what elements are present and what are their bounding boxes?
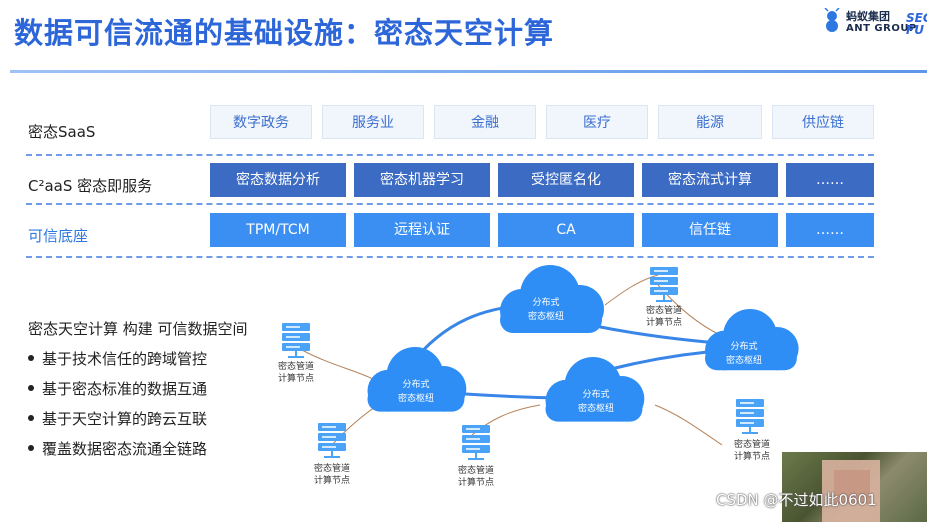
csdn-watermark: CSDN @不过如此0601 — [716, 491, 877, 509]
row-divider — [26, 256, 874, 258]
node-label: 密态管道 — [278, 360, 314, 372]
node-labels: 密态管道 计算节点 密态管道 计算节点 密态管道 计算节点 密态管道 计算节点 … — [278, 304, 770, 488]
server-icon — [735, 398, 765, 434]
bullet-item: 基于密态标准的数据互通 — [28, 378, 207, 399]
hub-label: 分布式 — [402, 378, 429, 390]
ant-icon — [824, 8, 840, 32]
node-label: 计算节点 — [458, 476, 494, 488]
saas-item: 金融 — [434, 105, 536, 139]
c2aas-item: 密态流式计算 — [642, 163, 778, 197]
hub-label: 密态枢纽 — [528, 310, 564, 322]
trust-item: …… — [786, 213, 874, 247]
node-label: 计算节点 — [734, 450, 770, 462]
bullet-item: 基于技术信任的跨域管控 — [28, 348, 207, 369]
server-icon — [649, 266, 679, 302]
hub-labels: 分布式 密态枢纽 分布式 密态枢纽 分布式 密态枢纽 分布式 密态枢纽 — [398, 296, 762, 414]
node-label: 计算节点 — [278, 372, 314, 384]
slide-title: 数据可信流通的基础设施：密态天空计算 — [14, 16, 555, 50]
c2aas-item: 受控匿名化 — [498, 163, 634, 197]
node-label: 密态管道 — [458, 464, 494, 476]
saas-item: 数字政务 — [210, 105, 312, 139]
node-label: 密态管道 — [314, 462, 350, 474]
saas-item: 医疗 — [546, 105, 648, 139]
server-icon — [317, 422, 347, 458]
ant-group-logo: 蚂蚁集团 ANT GROUP SECFU — [822, 6, 927, 40]
c2aas-item: 密态数据分析 — [210, 163, 346, 197]
row-label-c2aas: C²aaS 密态即服务 — [28, 177, 153, 195]
hub-label: 分布式 — [582, 388, 609, 400]
saas-item: 服务业 — [322, 105, 424, 139]
c2aas-item: 密态机器学习 — [354, 163, 490, 197]
trust-item: CA — [498, 213, 634, 247]
network-diagram: 分布式 密态枢纽 分布式 密态枢纽 分布式 密态枢纽 分布式 密态枢纽 密态管道… — [278, 265, 799, 488]
trust-item: 信任链 — [642, 213, 778, 247]
bullet-item: 基于天空计算的跨云互联 — [28, 408, 207, 429]
hub-label: 密态枢纽 — [578, 402, 614, 414]
saas-item: 能源 — [658, 105, 762, 139]
saas-item: 供应链 — [772, 105, 874, 139]
presenter-video-thumbnail — [782, 452, 927, 522]
row-divider — [26, 154, 874, 156]
hub-label: 密态枢纽 — [726, 354, 762, 366]
node-label: 计算节点 — [314, 474, 350, 486]
server-icon — [461, 424, 491, 460]
node-label: 计算节点 — [646, 316, 682, 328]
title-divider — [10, 70, 927, 73]
node-label: 密态管道 — [646, 304, 682, 316]
left-panel-title: 密态天空计算 构建 可信数据空间 — [28, 320, 248, 338]
bullet-item: 覆盖数据密态流通全链路 — [28, 438, 207, 459]
hub-label: 密态枢纽 — [398, 392, 434, 404]
hub-label: 分布式 — [532, 296, 559, 308]
node-label: 密态管道 — [734, 438, 770, 450]
logo-sec: SECFU — [906, 11, 927, 37]
row-label-trust-base: 可信底座 — [28, 227, 89, 245]
trust-item: 远程认证 — [354, 213, 490, 247]
c2aas-item: …… — [786, 163, 874, 197]
logo-zh: 蚂蚁集团 — [846, 10, 890, 23]
trust-item: TPM/TCM — [210, 213, 346, 247]
row-divider — [26, 203, 874, 205]
hub-label: 分布式 — [730, 340, 757, 352]
logo-en: ANT GROUP — [846, 23, 917, 34]
row-label-saas: 密态SaaS — [28, 123, 96, 141]
